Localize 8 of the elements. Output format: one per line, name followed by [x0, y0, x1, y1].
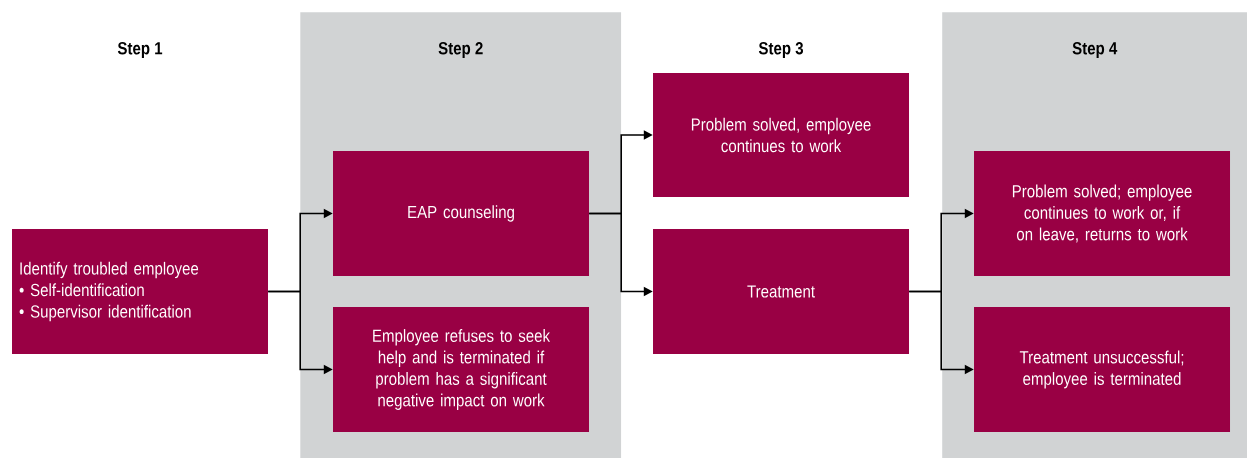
process-box: Treatment unsuccessful; employee is terminated: [974, 307, 1230, 432]
process-box: Problem solved; employee continues to work or, if on leave, returns to work: [974, 151, 1230, 276]
process-box: Problem solved, employee continues to work: [653, 73, 909, 197]
process-box: Employee refuses to seek help and is terminated if problem has a significant negative impact on work: [333, 307, 589, 432]
process-box: Identify troubled employee • Self-identification • Supervisor identification: [12, 229, 268, 354]
process-box: EAP counseling: [333, 151, 589, 276]
step-heading: Step 1: [117, 42, 163, 58]
process-box: Treatment: [653, 229, 909, 354]
